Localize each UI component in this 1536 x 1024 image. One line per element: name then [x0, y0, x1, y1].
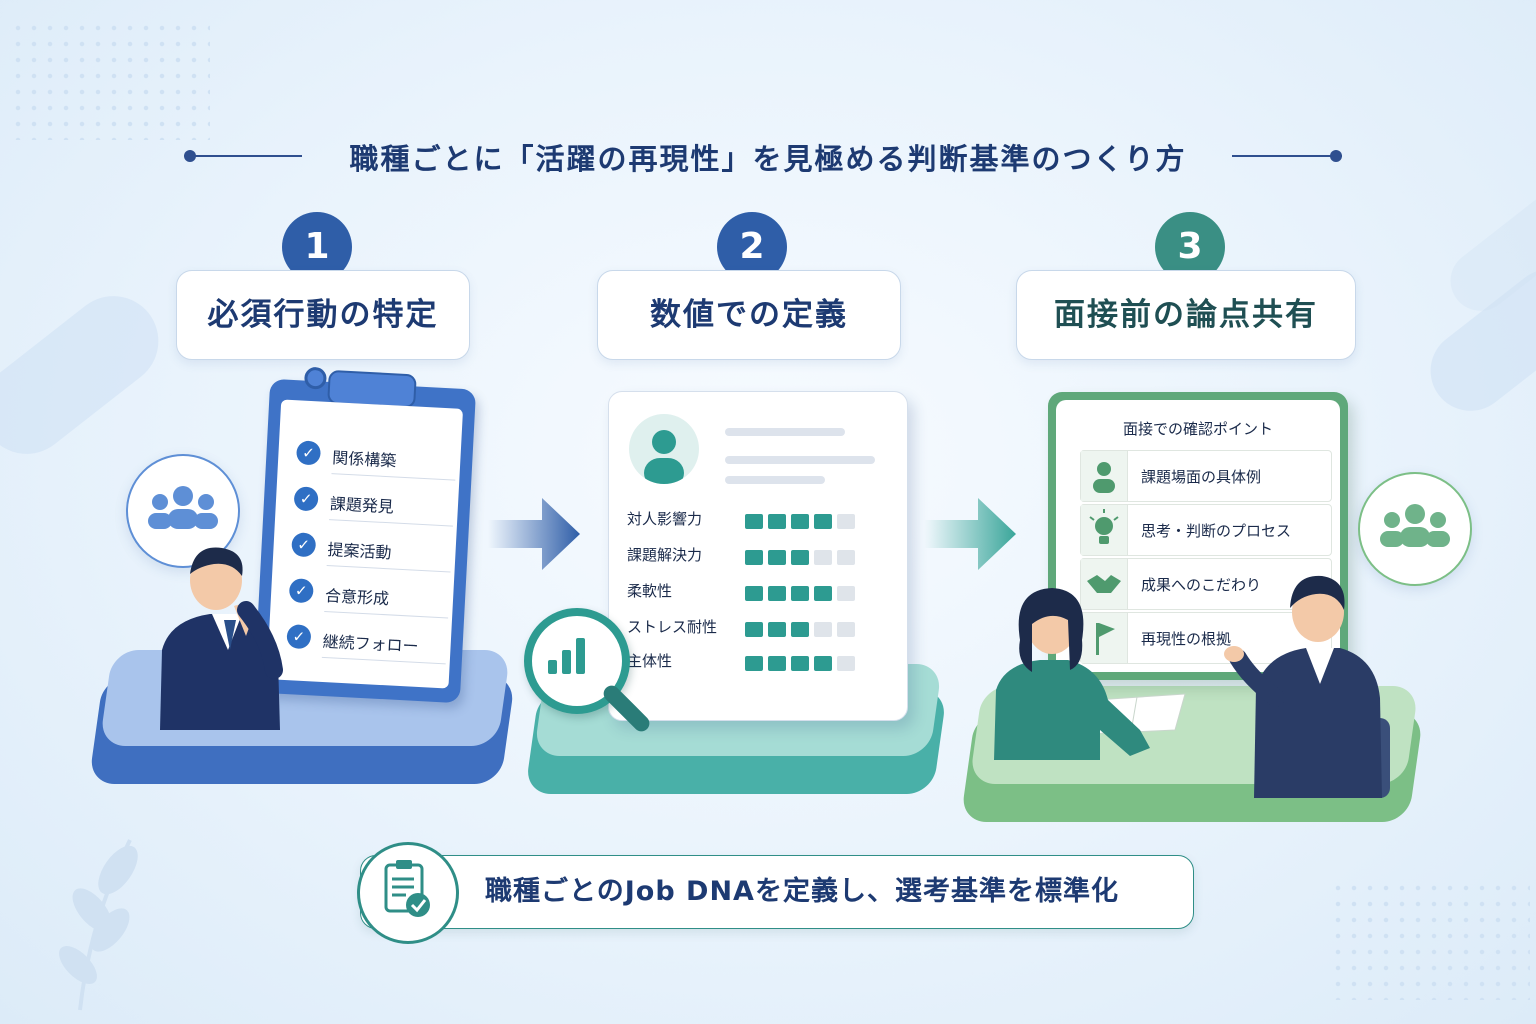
- team-icon: [148, 486, 218, 529]
- interview-point: 成果へのこだわり: [1080, 558, 1332, 610]
- decor-stripe: [0, 277, 177, 473]
- rating-segment: [745, 550, 763, 565]
- person-icon: [1081, 451, 1128, 501]
- rating-segment: [837, 586, 855, 601]
- clipboard-check-icon: [357, 842, 459, 944]
- checklist-item: ✓ 継続フォロー: [286, 620, 448, 665]
- checklist-item-label: 合意形成: [324, 585, 390, 609]
- profile-avatar-icon: [629, 414, 699, 484]
- rating-segment: [791, 586, 809, 601]
- skill-label: 対人影響力: [627, 510, 703, 528]
- flag-icon: [1081, 613, 1128, 663]
- checklist-item: ✓ 関係構築: [295, 436, 458, 481]
- interview-board-title: 面接での確認ポイント: [1122, 420, 1273, 438]
- title-line-left: [192, 155, 302, 157]
- rating-segment: [814, 586, 832, 601]
- rating-segment: [791, 656, 809, 671]
- interview-point-label: 成果へのこだわり: [1141, 576, 1262, 594]
- decor-dots: [10, 20, 210, 140]
- handshake-icon: [1081, 559, 1128, 609]
- decor-dots: [1330, 880, 1530, 1000]
- rating-segment: [745, 622, 763, 637]
- team-speech-bubble: [1358, 472, 1472, 586]
- rating-segment: [814, 550, 832, 565]
- placeholder-line: [725, 456, 875, 464]
- check-icon: ✓: [288, 578, 314, 604]
- title-dot-left: [184, 150, 196, 162]
- rating-segment: [837, 656, 855, 671]
- rating-segment: [745, 514, 763, 529]
- arrow-right-icon: [488, 498, 580, 570]
- interview-point-label: 課題場面の具体例: [1141, 468, 1262, 486]
- interview-point: 課題場面の具体例: [1080, 450, 1332, 502]
- page-title: 職種ごとに「活躍の再現性」を見極める判断基準のつくり方: [349, 142, 1187, 176]
- rating-segment: [768, 550, 786, 565]
- interview-board: 面接での確認ポイント 課題場面の具体例 思考・判断のプロセス 成果へのこだわり …: [1048, 392, 1348, 680]
- placeholder-line: [725, 428, 845, 436]
- interviewer-man-figure: [1224, 575, 1390, 798]
- rating-segment: [768, 514, 786, 529]
- placeholder-line: [725, 476, 825, 484]
- checklist-item-label: 課題発見: [329, 494, 395, 517]
- rating-segment: [745, 586, 763, 601]
- interviewer-woman-figure: [994, 588, 1150, 760]
- rating-segment: [814, 656, 832, 671]
- summary-banner-text: 職種ごとのJob DNAを定義し、選考基準を標準化: [485, 876, 1119, 907]
- leaf-decor-icon: [59, 839, 138, 1011]
- rating-segment: [768, 586, 786, 601]
- skill-label: 主体性: [627, 652, 673, 670]
- interview-point-label: 再現性の根拠: [1141, 630, 1232, 648]
- title-line-right: [1232, 155, 1342, 157]
- rating-segment: [745, 656, 763, 671]
- team-icon: [1380, 504, 1450, 547]
- interview-point: 再現性の根拠: [1080, 612, 1332, 664]
- lightbulb-icon: [1081, 505, 1128, 555]
- checklist-item: ✓ 合意形成: [288, 574, 450, 619]
- checklist-item: ✓ 提案活動: [291, 528, 453, 573]
- businessman-thinking-figure: [160, 547, 283, 730]
- rating-segment: [791, 550, 809, 565]
- check-icon: ✓: [286, 624, 312, 650]
- rating-segment: [791, 622, 809, 637]
- bar-chart-icon: [548, 638, 585, 674]
- clip-hole: [303, 366, 328, 390]
- interview-point: 思考・判断のプロセス: [1080, 504, 1332, 556]
- checklist-item-label: 関係構築: [331, 448, 397, 471]
- check-icon: ✓: [295, 440, 322, 466]
- summary-banner: 職種ごとのJob DNAを定義し、選考基準を標準化: [357, 842, 1194, 944]
- checklist-item-label: 継続フォロー: [322, 631, 420, 656]
- rating-segment: [791, 514, 809, 529]
- team-speech-bubble: [126, 454, 240, 568]
- arrow-right-icon: [924, 498, 1016, 570]
- rating-segment: [837, 550, 855, 565]
- checklist-item-label: 提案活動: [327, 540, 392, 563]
- skill-label: 課題解決力: [627, 546, 703, 564]
- skill-label: 柔軟性: [627, 582, 673, 600]
- rating-segment: [814, 514, 832, 529]
- checklist-item: ✓ 課題発見: [293, 482, 455, 527]
- interview-point-label: 思考・判断のプロセス: [1141, 522, 1292, 540]
- title-dot-right: [1330, 150, 1342, 162]
- checklist-paper: ✓ 関係構築 ✓ 課題発見 ✓ 提案活動 ✓ 合意形成 ✓ 継続フォロー: [266, 399, 464, 689]
- rating-segment: [768, 656, 786, 671]
- skill-label: ストレス耐性: [627, 618, 718, 636]
- rating-segment: [837, 622, 855, 637]
- rating-segment: [768, 622, 786, 637]
- step-1-label: 必須行動の特定: [176, 270, 470, 360]
- rating-segment: [814, 622, 832, 637]
- step-3-label: 面接前の論点共有: [1016, 270, 1356, 360]
- rating-segment: [837, 514, 855, 529]
- check-icon: ✓: [291, 532, 317, 558]
- step-2-label: 数値での定義: [597, 270, 901, 360]
- check-icon: ✓: [293, 486, 319, 512]
- skill-profile-card: 対人影響力 課題解決力 柔軟性 ストレス耐性 主体性: [608, 391, 908, 721]
